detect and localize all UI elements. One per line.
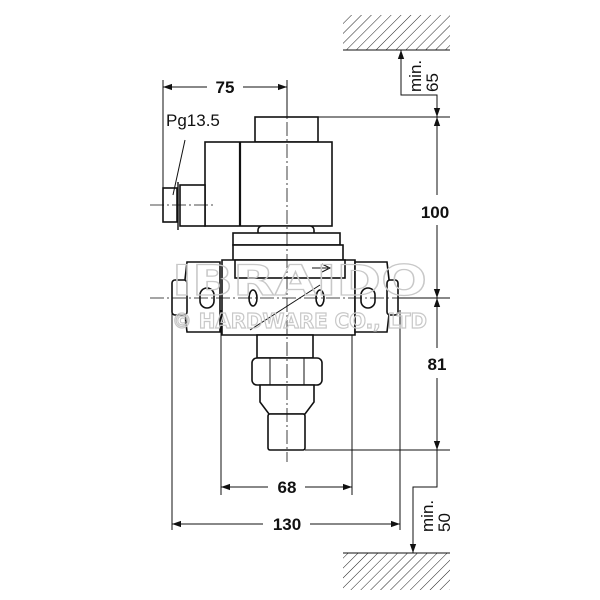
solenoid-valve (162, 116, 399, 451)
dim-height-upper: 100 (421, 203, 449, 222)
watermark: IBRAIDO © HARDWARE CO., LTD (171, 255, 427, 333)
svg-text:© HARDWARE CO., LTD: © HARDWARE CO., LTD (172, 309, 427, 333)
neck (256, 334, 314, 359)
dim-height-lower: 81 (428, 355, 447, 374)
svg-text:min.: min. (418, 500, 437, 532)
dim-clearance-top: min. 65 (406, 60, 442, 92)
connector (179, 184, 206, 227)
svg-text:65: 65 (423, 73, 442, 92)
right-nut (386, 279, 399, 316)
svg-text:min.: min. (406, 60, 425, 92)
thread-leader (172, 139, 186, 196)
left-nut (171, 279, 188, 316)
dimension-lines (163, 50, 441, 553)
floor-hatch (343, 552, 450, 590)
coil-body (204, 141, 333, 227)
ceiling-hatch (343, 15, 450, 51)
dim-inner-width: 68 (278, 478, 297, 497)
dim-overall-width: 130 (273, 515, 301, 534)
svg-text:50: 50 (435, 513, 454, 532)
coil-cap (254, 116, 319, 143)
svg-text:IBRAIDO: IBRAIDO (172, 256, 427, 305)
dim-thread: Pg13.5 (166, 111, 220, 130)
outlet-stub (267, 413, 306, 451)
flow-arrow-icon (312, 263, 332, 273)
dim-top-width: 75 (216, 78, 235, 97)
dim-clearance-bottom: min. 50 (418, 500, 454, 532)
